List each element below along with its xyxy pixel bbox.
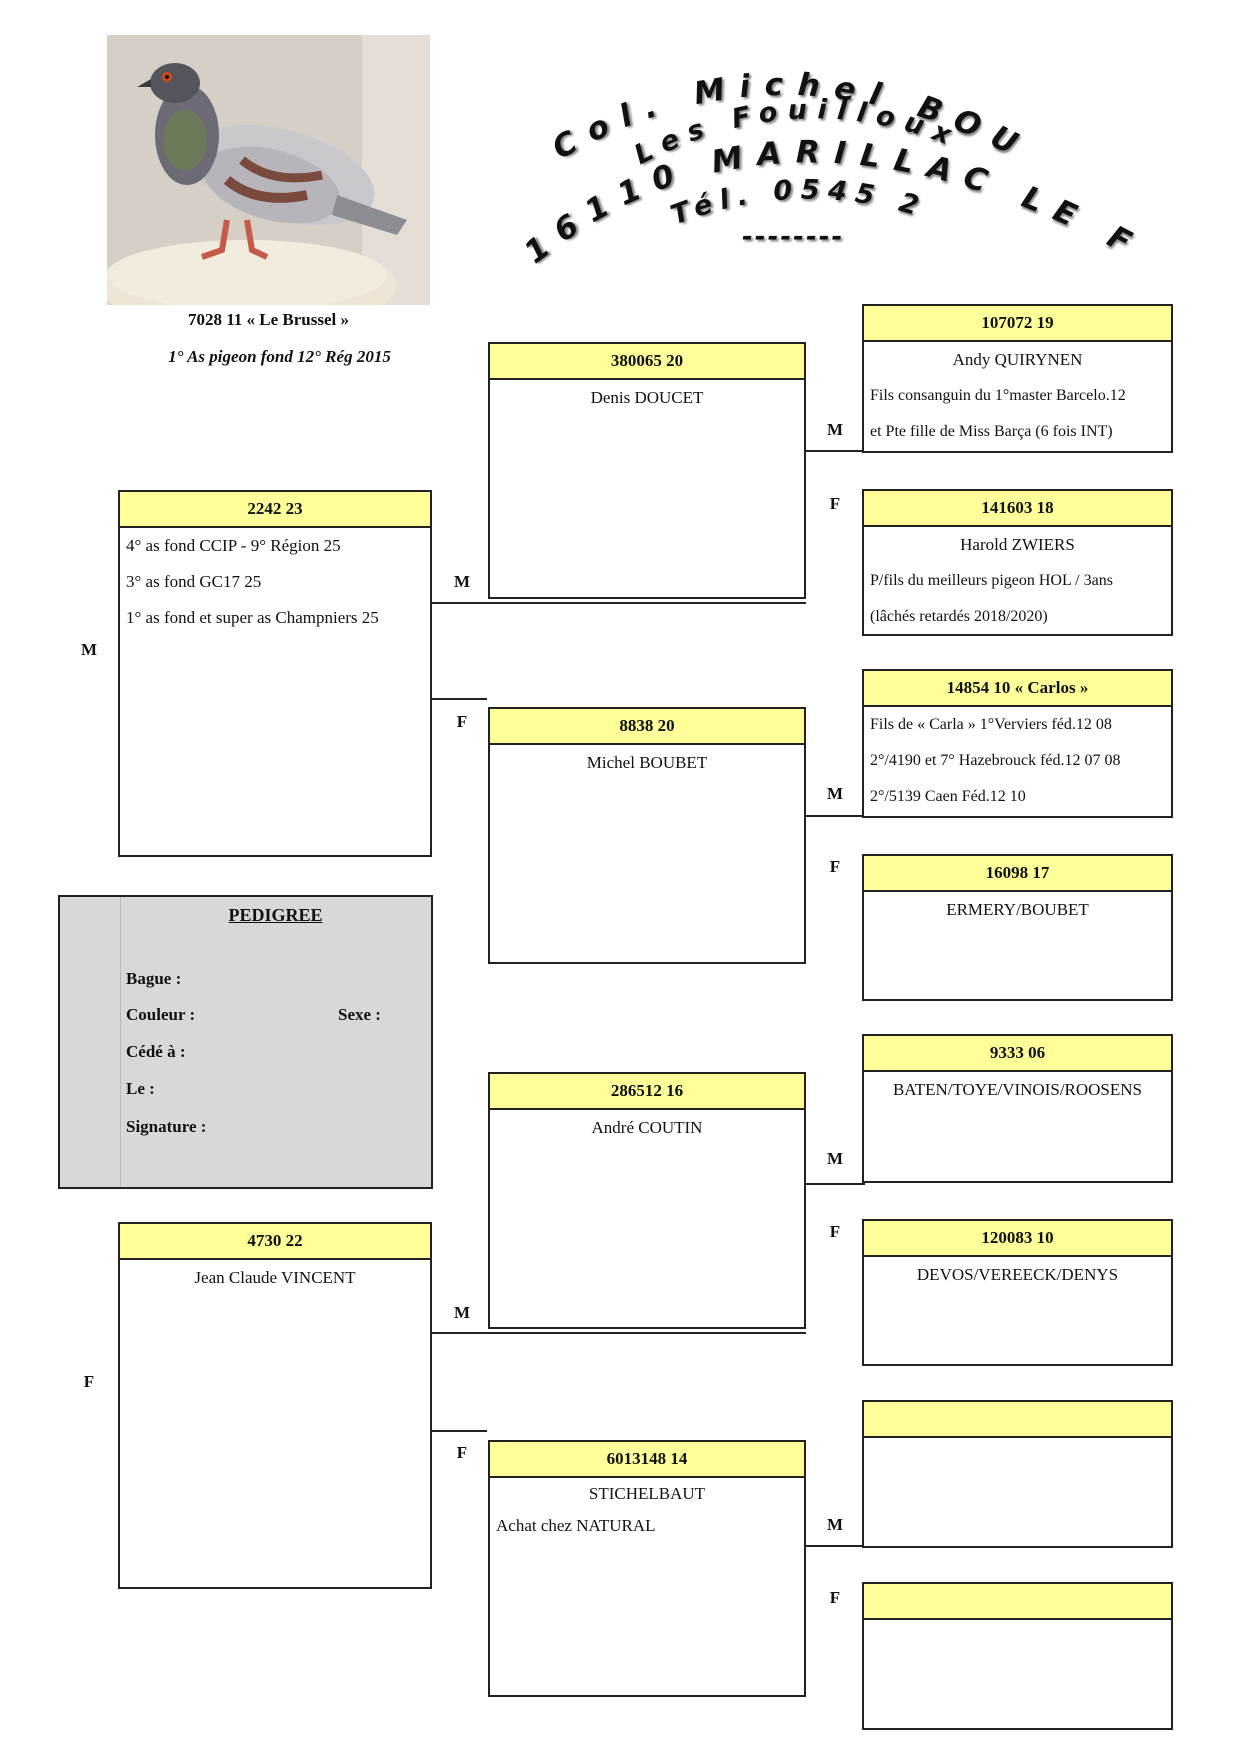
g1-note-1: Fils consanguin du 1°master Barcelo.12	[864, 378, 1171, 414]
breeder-address-logo: Col. Michel BOUBET Les Fouilloux 16110 M…	[480, 40, 1200, 290]
pedigree-title: PEDIGREE	[120, 905, 431, 926]
bague-label: Bague :	[126, 969, 181, 989]
great-grandparent-7-card	[862, 1400, 1173, 1548]
connector	[430, 1332, 806, 1334]
grandsire-maternal-card: 286512 16 André COUTIN	[488, 1072, 806, 1329]
pedigree-form: PEDIGREE Bague : Couleur : Sexe : Cédé à…	[58, 895, 433, 1189]
g2-ring: 141603 18	[864, 491, 1171, 527]
header-underline: --------	[742, 222, 844, 252]
great-grandparent-2-card: 141603 18 Harold ZWIERS P/fils du meille…	[862, 489, 1173, 636]
sire-note-3: 1° as fond et super as Champniers 25	[120, 600, 430, 636]
couleur-label: Couleur :	[126, 1005, 195, 1025]
form-divider	[120, 897, 121, 1187]
dd-owner: STICHELBAUT	[490, 1478, 804, 1510]
great-grandparent-4-card: 16098 17 ERMERY/BOUBET	[862, 854, 1173, 1001]
sire-note-1: 4° as fond CCIP - 9° Région 25	[120, 528, 430, 564]
g2-note-1: P/fils du meilleurs pigeon HOL / 3ans	[864, 563, 1171, 599]
dd-ring: 6013148 14	[490, 1442, 804, 1478]
sex-label-ss: M	[447, 572, 477, 592]
connector	[805, 450, 865, 452]
dam-card: 4730 22 Jean Claude VINCENT	[118, 1222, 432, 1589]
g2-note-2: (lâchés retardés 2018/2020)	[864, 599, 1171, 635]
sex-label-g4: F	[820, 857, 850, 877]
connector	[805, 1545, 865, 1547]
g6-owner: DEVOS/VEREECK/DENYS	[864, 1257, 1171, 1293]
great-grandparent-1-card: 107072 19 Andy QUIRYNEN Fils consanguin …	[862, 304, 1173, 453]
dd-note: Achat chez NATURAL	[490, 1510, 804, 1542]
sex-label-g1: M	[820, 420, 850, 440]
g4-owner: ERMERY/BOUBET	[864, 892, 1171, 928]
connector	[430, 698, 487, 700]
ss-ring: 380065 20	[490, 344, 804, 380]
g3-note-2: 2°/4190 et 7° Hazebrouck féd.12 07 08	[864, 743, 1171, 779]
sex-label-g3: M	[820, 784, 850, 804]
connector	[805, 1183, 865, 1185]
g1-owner: Andy QUIRYNEN	[864, 342, 1171, 378]
g7-ring	[864, 1402, 1171, 1438]
sex-label-g2: F	[820, 494, 850, 514]
g3-note-1: Fils de « Carla » 1°Verviers féd.12 08	[864, 707, 1171, 743]
g3-note-3: 2°/5139 Caen Féd.12 10	[864, 779, 1171, 815]
ss-owner: Denis DOUCET	[490, 380, 804, 416]
subject-result: 1° As pigeon fond 12° Rég 2015	[107, 347, 452, 367]
sex-label-ds: M	[447, 1303, 477, 1323]
sex-label-g7: M	[820, 1515, 850, 1535]
sex-label-sd: F	[447, 712, 477, 732]
sd-owner: Michel BOUBET	[490, 745, 804, 781]
great-grandparent-5-card: 9333 06 BATEN/TOYE/VINOIS/ROOSENS	[862, 1034, 1173, 1183]
sire-card: 2242 23 4° as fond CCIP - 9° Région 25 3…	[118, 490, 432, 857]
connector	[430, 602, 806, 604]
g1-ring: 107072 19	[864, 306, 1171, 342]
sex-label-dam: F	[74, 1372, 104, 1392]
connector	[430, 1430, 487, 1432]
connector	[805, 815, 865, 817]
sire-ring: 2242 23	[120, 492, 430, 528]
sex-label-sire: M	[74, 640, 104, 660]
g5-owner: BATEN/TOYE/VINOIS/ROOSENS	[864, 1072, 1171, 1108]
signature-label: Signature :	[126, 1117, 206, 1137]
g1-note-2: et Pte fille de Miss Barça (6 fois INT)	[864, 414, 1171, 450]
g8-ring	[864, 1584, 1171, 1620]
sex-label-g6: F	[820, 1222, 850, 1242]
great-grandparent-6-card: 120083 10 DEVOS/VEREECK/DENYS	[862, 1219, 1173, 1366]
ds-ring: 286512 16	[490, 1074, 804, 1110]
cede-label: Cédé à :	[126, 1042, 185, 1062]
subject-ring: 7028 11 « Le Brussel »	[107, 310, 430, 330]
sd-ring: 8838 20	[490, 709, 804, 745]
g2-owner: Harold ZWIERS	[864, 527, 1171, 563]
g3-ring: 14854 10 « Carlos »	[864, 671, 1171, 707]
great-grandparent-3-card: 14854 10 « Carlos » Fils de « Carla » 1°…	[862, 669, 1173, 818]
le-label: Le :	[126, 1079, 155, 1099]
pigeon-photo	[107, 35, 430, 305]
granddam-paternal-card: 8838 20 Michel BOUBET	[488, 707, 806, 964]
sex-label-g8: F	[820, 1588, 850, 1608]
ds-owner: André COUTIN	[490, 1110, 804, 1146]
sexe-label: Sexe :	[338, 1005, 381, 1025]
dam-owner: Jean Claude VINCENT	[120, 1260, 430, 1296]
g6-ring: 120083 10	[864, 1221, 1171, 1257]
dam-ring: 4730 22	[120, 1224, 430, 1260]
g4-ring: 16098 17	[864, 856, 1171, 892]
grandsire-paternal-card: 380065 20 Denis DOUCET	[488, 342, 806, 599]
sex-label-g5: M	[820, 1149, 850, 1169]
great-grandparent-8-card	[862, 1582, 1173, 1730]
sire-note-2: 3° as fond GC17 25	[120, 564, 430, 600]
g5-ring: 9333 06	[864, 1036, 1171, 1072]
sex-label-dd: F	[447, 1443, 477, 1463]
granddam-maternal-card: 6013148 14 STICHELBAUT Achat chez NATURA…	[488, 1440, 806, 1697]
